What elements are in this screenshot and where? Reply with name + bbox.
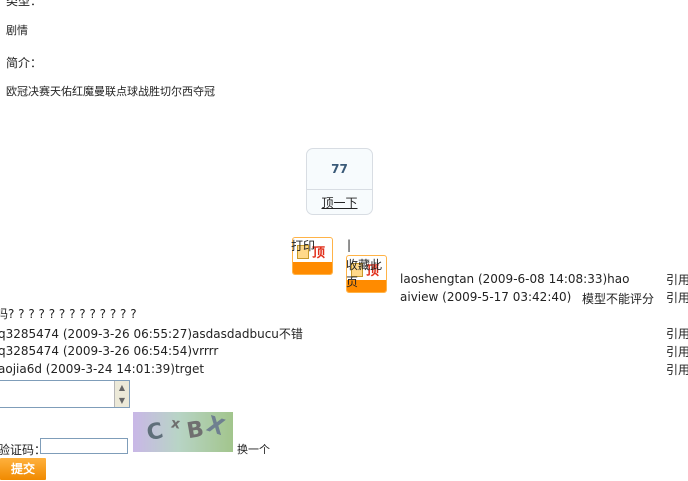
document-icon	[351, 263, 363, 277]
intro-text: 欧冠决赛天佑红魔曼联点球战胜切尔西夺冠	[6, 85, 215, 98]
comment-text: q3285474 (2009-3-26 06:54:54)vrrrr	[0, 344, 219, 358]
captcha-char: C	[144, 418, 166, 447]
type-label: 类型：	[6, 0, 43, 8]
captcha-char: X	[203, 412, 228, 442]
ding-char: 顶	[366, 264, 380, 279]
favorite-link-line2[interactable]: 页	[346, 275, 359, 289]
quote-link[interactable]: 引用	[666, 327, 688, 341]
captcha-input[interactable]	[40, 438, 128, 454]
comment-text: laoshengtan (2009-6-08 14:08:33)hao	[400, 272, 630, 286]
comment-textarea[interactable]: ▲ ▼	[0, 380, 130, 408]
genre-text: 剧情	[6, 24, 28, 37]
captcha-input-value	[41, 444, 44, 457]
scroll-down-arrow-icon[interactable]: ▼	[114, 394, 129, 407]
captcha-image: C x B X	[133, 412, 233, 452]
comment-extra: 模型不能评分	[582, 292, 655, 306]
comment-text: aojia6d (2009-3-24 14:01:39)trget	[0, 362, 205, 376]
captcha-char: x	[169, 415, 182, 433]
scroll-up-arrow-icon[interactable]: ▲	[114, 381, 129, 394]
document-icon	[297, 245, 309, 259]
badge-bottom-bar	[347, 280, 386, 292]
intro-label: 简介：	[6, 56, 43, 70]
vote-box: 77 顶一下	[306, 148, 373, 215]
captcha-label: 验证码：	[0, 443, 47, 457]
comment-text: aiview (2009-5-17 03:42:40)	[400, 290, 572, 304]
favorite-link-line1[interactable]: 收藏此	[346, 258, 383, 272]
vote-up-link[interactable]: 顶一下	[321, 196, 358, 210]
comment-text: q3285474 (2009-3-26 06:55:27)asdasdadbuc…	[0, 327, 303, 341]
question-marks-text: 吗? ? ? ? ? ? ? ? ? ? ? ? ?	[0, 307, 137, 321]
print-link[interactable]: 打印	[291, 239, 316, 253]
submit-button[interactable]: 提交	[0, 458, 46, 480]
quote-link[interactable]: 引用	[666, 345, 688, 359]
action-separator: |	[347, 238, 352, 252]
favorite-ding-badge[interactable]: 顶	[346, 255, 387, 293]
vote-count: 77	[331, 162, 348, 176]
quote-link[interactable]: 引用	[666, 363, 688, 377]
badge-bottom-bar	[293, 262, 332, 274]
ding-char: 顶	[312, 246, 326, 261]
captcha-char: B	[184, 416, 206, 445]
print-ding-badge[interactable]: 顶	[292, 237, 333, 275]
quote-link[interactable]: 引用	[666, 273, 688, 287]
quote-link[interactable]: 引用	[666, 291, 688, 305]
captcha-refresh-link[interactable]: 换一个	[237, 443, 270, 456]
vote-divider	[307, 189, 372, 190]
